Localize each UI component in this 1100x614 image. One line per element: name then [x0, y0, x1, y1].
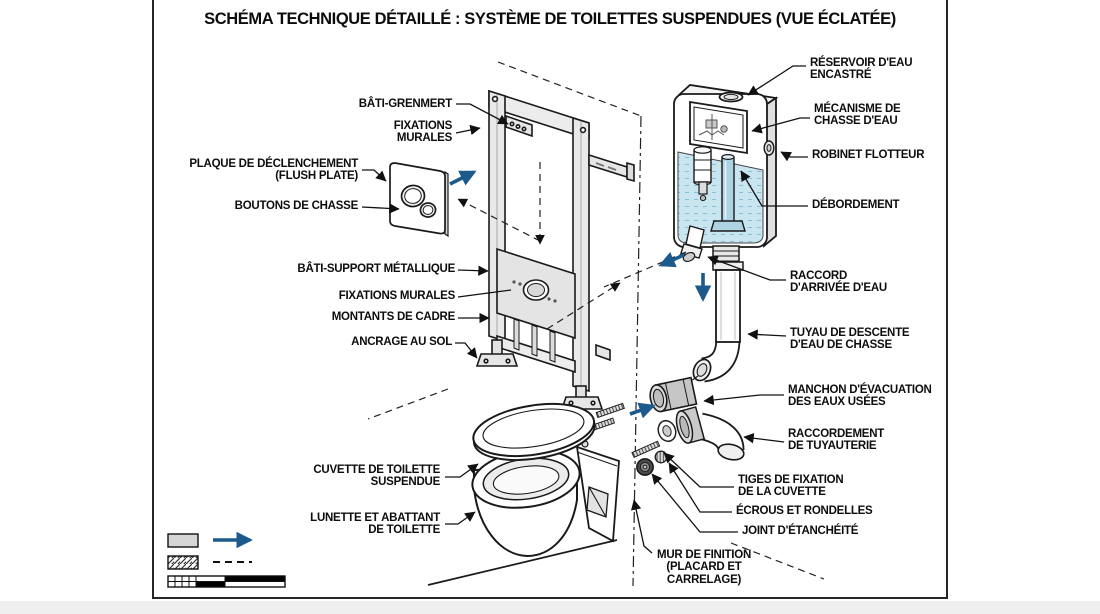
label-ancrage-sol: ANCRAGE AU SOL	[351, 336, 452, 348]
label-debordement: DÉBORDEMENT	[812, 199, 900, 211]
waste-sleeve-illustration	[649, 376, 698, 413]
label-fixations-murales-haut: FIXATIONS MURALES	[393, 120, 452, 145]
label-raccordement: RACCORDEMENT DE TUYAUTERIE	[788, 428, 885, 453]
label-plaque-declenchement: PLAQUE DE DÉCLENCHEMENT (FLUSH PLATE)	[189, 158, 358, 183]
label-montants-cadre: MONTANTS DE CADRE	[331, 311, 456, 323]
cistern-illustration	[673, 84, 779, 267]
label-reservoir: RÉSERVOIR D'EAU ENCASTRÉ	[810, 57, 913, 82]
toilet-bowl-illustration	[471, 414, 620, 558]
label-robinet-flotteur: ROBINET FLOTTEUR	[812, 149, 925, 161]
flush-pipe-illustration	[692, 261, 744, 383]
flow-arrow-icon	[629, 402, 656, 419]
solid-material-swatch	[167, 533, 199, 548]
fasteners-illustration	[587, 402, 677, 476]
label-ecrous-rondelles: ÉCROUS ET RONDELLES	[736, 505, 873, 517]
toilet-seat-illustration	[472, 403, 596, 461]
flow-arrow-icon	[658, 251, 685, 268]
label-tiges-fixation: TIGES DE FIXATION DE LA CUVETTE	[738, 474, 844, 499]
mounting-frame-illustration	[475, 89, 635, 410]
flow-arrow-icon	[449, 170, 477, 186]
label-cuvette: CUVETTE DE TOILETTE SUSPENDUE	[313, 464, 440, 489]
page-title: SCHÉMA TECHNIQUE DÉTAILLÉ : SYSTÈME DE T…	[204, 10, 896, 28]
flush-plate-illustration	[389, 162, 449, 238]
label-mecanisme: MÉCANISME DE CHASSE D'EAU	[814, 103, 901, 128]
label-manchon: MANCHON D'ÉVACUATION DES EAUX USÉES	[788, 384, 932, 409]
drain-elbow-illustration	[675, 406, 745, 461]
label-mur-finition: MUR DE FINITION (PLACARD ET CARRELAGE)	[657, 549, 751, 586]
label-bati-support: BÂTI-SUPPORT MÉTALLIQUE	[297, 263, 455, 275]
assembly-guides	[457, 162, 621, 330]
label-joint-etancheite: JOINT D'ÉTANCHÉITÉ	[742, 525, 859, 537]
label-tuyau-descente: TUYAU DE DESCENTE D'EAU DE CHASSE	[790, 327, 910, 352]
leader-lines	[361, 65, 810, 554]
label-boutons-chasse: BOUTONS DE CHASSE	[234, 200, 359, 212]
hatched-material-swatch	[167, 555, 199, 570]
label-lunette: LUNETTE ET ABATTANT DE TOILETTE	[310, 512, 440, 537]
scale-bar	[167, 575, 286, 588]
bottom-margin-strip	[0, 601, 1100, 614]
diagram-border	[152, 0, 948, 599]
label-raccord-arrivee: RACCORD D'ARRIVÉE D'EAU	[790, 270, 887, 295]
label-fixations-murales-milieu: FIXATIONS MURALES	[338, 290, 456, 302]
legend	[167, 531, 286, 588]
label-bati-grenmert: BÂTI-GRENMERT	[358, 98, 452, 110]
